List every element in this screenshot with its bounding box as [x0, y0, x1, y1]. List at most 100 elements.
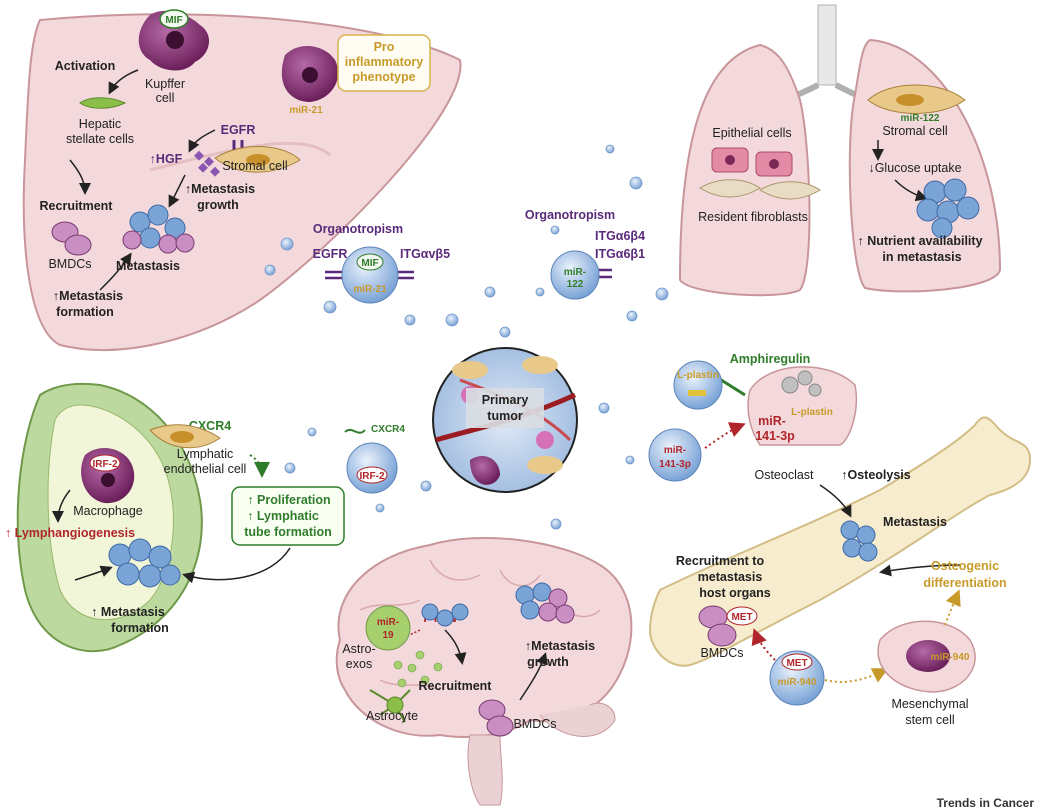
amphiregulin-label: Amphiregulin: [730, 352, 811, 366]
nutrient-arrow: [894, 179, 928, 202]
kupffer-label-2: cell: [156, 91, 175, 105]
brain-growth-arrow: [519, 652, 548, 701]
osteolysis-arrow: [819, 484, 852, 518]
astrocyte-label: Astrocyte: [366, 709, 418, 723]
mir122-lung-label: miR-122: [901, 113, 940, 124]
brain-recruitment-label: Recruitment: [419, 679, 493, 693]
tumor-label-2: tumor: [487, 409, 523, 423]
astro-exosome-dots: [393, 650, 443, 688]
hgf-label: ↑HGF: [150, 152, 183, 166]
lymphangiogenesis-arrow: [52, 489, 71, 523]
hepatic-stellate-cell: [79, 97, 127, 109]
pro-inflammatory-cell: [281, 45, 339, 102]
mir940-exo-label: miR-940: [778, 677, 817, 688]
msc-label-1: Mesenchymal: [891, 697, 968, 711]
met-label-1: MET: [731, 612, 752, 623]
activation-label: Activation: [55, 59, 115, 73]
mif-exo-badge: [356, 253, 384, 271]
mir21-liver-label: miR-21: [289, 105, 323, 116]
met-label-2: MET: [786, 658, 807, 669]
brain-organ: [335, 537, 633, 806]
liver-organ: [22, 13, 462, 351]
irf2-exo-label: IRF-2: [360, 471, 385, 482]
egfr-exo-label: EGFR: [313, 247, 348, 261]
mif-label: MIF: [165, 15, 182, 26]
lplastin-osteoclast-label: L-plastin: [791, 407, 833, 418]
bmdcs-bone-label: BMDCs: [700, 646, 743, 660]
metastasis-cluster-brain: [515, 582, 575, 624]
box-label-3: tube formation: [244, 525, 332, 539]
mir940-dotted-arrow: [824, 668, 889, 683]
metastasis-formation-label-1: ↑Metastasis: [53, 289, 123, 303]
mir141-dotted-arrow: [704, 422, 746, 449]
journal-footer: Trends in Cancer: [936, 796, 1034, 810]
bmdc-cells-liver: [51, 221, 92, 256]
egfr-liver-label: EGFR: [221, 123, 256, 137]
metastasis-cluster-lung: [916, 178, 980, 239]
lymph-formation-label-1: ↑ Metastasis: [91, 605, 165, 619]
osteogenic-return-arrow: [879, 564, 961, 577]
mir122-exo-label-1: miR-: [564, 267, 586, 278]
primary-tumor: [432, 347, 578, 493]
exosome-lplastin: [673, 360, 746, 410]
epithelial-label: Epithelial cells: [712, 126, 791, 140]
organotropism-label-liver: Organotropism: [313, 222, 403, 236]
mir21-exo-label: miR-21: [353, 284, 387, 295]
exosome-lymph: [344, 428, 398, 494]
astrocyte: [369, 689, 411, 723]
stromal-lung-label: Stromal cell: [882, 124, 947, 138]
metastasis-formation-label-2: formation: [56, 305, 114, 319]
mir940-msc-label: miR-940: [931, 652, 970, 663]
mir141-exo-label-1: miR-: [664, 445, 686, 456]
nutrient-label-2: in metastasis: [882, 250, 961, 264]
box-label-1: ↑ Proliferation: [247, 493, 330, 507]
mir141-osteoclast-label-2: 141-3p: [755, 429, 795, 443]
osteogenic-label-1: Osteogenic: [931, 559, 999, 573]
astroexos-label-2: exos: [346, 657, 372, 671]
exosome-mir19: [365, 605, 411, 651]
met-dotted-arrow: [751, 628, 776, 661]
mir19-label-2: 19: [382, 630, 394, 641]
hgf-molecules: [194, 150, 220, 177]
kupffer-label-1: Kupffer: [145, 77, 185, 91]
tumor-cells-brain: [421, 603, 469, 627]
epithelial-cells: [711, 147, 793, 177]
stromal-cell-lung: [867, 84, 966, 114]
growth-liver-label-2: growth: [197, 198, 239, 212]
hepatic-label-2: stellate cells: [66, 132, 134, 146]
lymphatic-endothelial-cell: [149, 424, 221, 449]
bone-organ: [648, 416, 1032, 667]
scattered-vesicles: [264, 144, 669, 597]
growth-arrow-liver: [168, 174, 186, 208]
msc-label-2: stem cell: [905, 713, 954, 727]
mir141-osteoclast-label-1: miR-: [758, 414, 786, 428]
metastasis-cluster-lymph: [108, 538, 181, 588]
mir19-label-1: miR-: [377, 617, 399, 628]
metastasis-arrow-liver: [99, 252, 132, 291]
tumor-label-1: Primary: [482, 393, 529, 407]
bmdcs-label-liver: BMDCs: [48, 257, 91, 271]
brain-growth-label-2: growth: [527, 655, 569, 669]
osteoclast: [747, 366, 858, 446]
lymphatic-dotted-arrow: [249, 454, 270, 478]
brain-growth-label-1: ↑Metastasis: [525, 639, 595, 653]
activation-arrow: [108, 69, 139, 95]
exosome-mir141: [648, 428, 702, 482]
mif-badge: [159, 9, 189, 29]
itg-a6b1-label: ITGα6β1: [595, 247, 645, 261]
stromal-liver-label: Stromal cell: [222, 159, 287, 173]
itg-avb5-label: ITGαvβ5: [400, 247, 450, 261]
osteogenic-label-2: differentiation: [923, 576, 1006, 590]
hgf-arrow: [188, 129, 216, 153]
glucose-label: ↓Glucose uptake: [868, 161, 961, 175]
kupffer-cell: [138, 10, 210, 71]
met-badge-1: [726, 606, 758, 626]
mir141-exo-label-2: 141-3p: [659, 459, 691, 470]
proliferation-box: [231, 486, 345, 546]
osteolysis-label: ↑Osteolysis: [841, 468, 911, 482]
macrophage-label: Macrophage: [73, 504, 143, 518]
resident-fibroblasts: [699, 179, 821, 200]
nutrient-label-1: ↑ Nutrient availability: [857, 234, 982, 248]
recruit-label-3: host organs: [699, 586, 771, 600]
mif-exo-label: MIF: [361, 258, 378, 269]
